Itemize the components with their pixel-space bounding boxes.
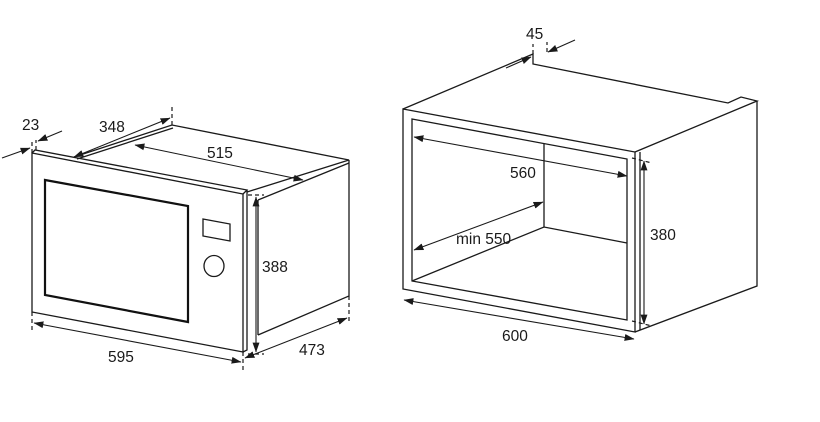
display-panel [202,218,231,242]
niche-inner-opening [411,118,628,321]
dim-front-width-label: 595 [108,349,134,366]
door-window [43,178,190,324]
dim-rear-clearance-label: 45 [526,26,543,43]
dim-side-depth-label: 473 [299,342,325,359]
niche-front-frame [402,108,636,333]
dim-inner-width-label: 560 [510,165,536,182]
dim-min-depth-label: min 550 [456,231,512,248]
dim-inner-height-label: 380 [650,227,676,244]
dim-cabinet-width-label: 600 [502,328,528,345]
dim-top-depth-label: 348 [99,119,125,136]
dim-front-thickness-label: 23 [22,117,39,134]
niche-drawing: 45 560 min 550 380 600 [402,26,760,345]
microwave-body-side [257,160,350,336]
niche-side [634,101,758,333]
control-knob [203,254,225,278]
niche-top [402,53,760,153]
dim-body-depth-label: 515 [207,145,233,162]
dim-body-height-label: 388 [262,259,288,276]
microwave-drawing: 23 348 515 388 595 473 [1,104,350,370]
